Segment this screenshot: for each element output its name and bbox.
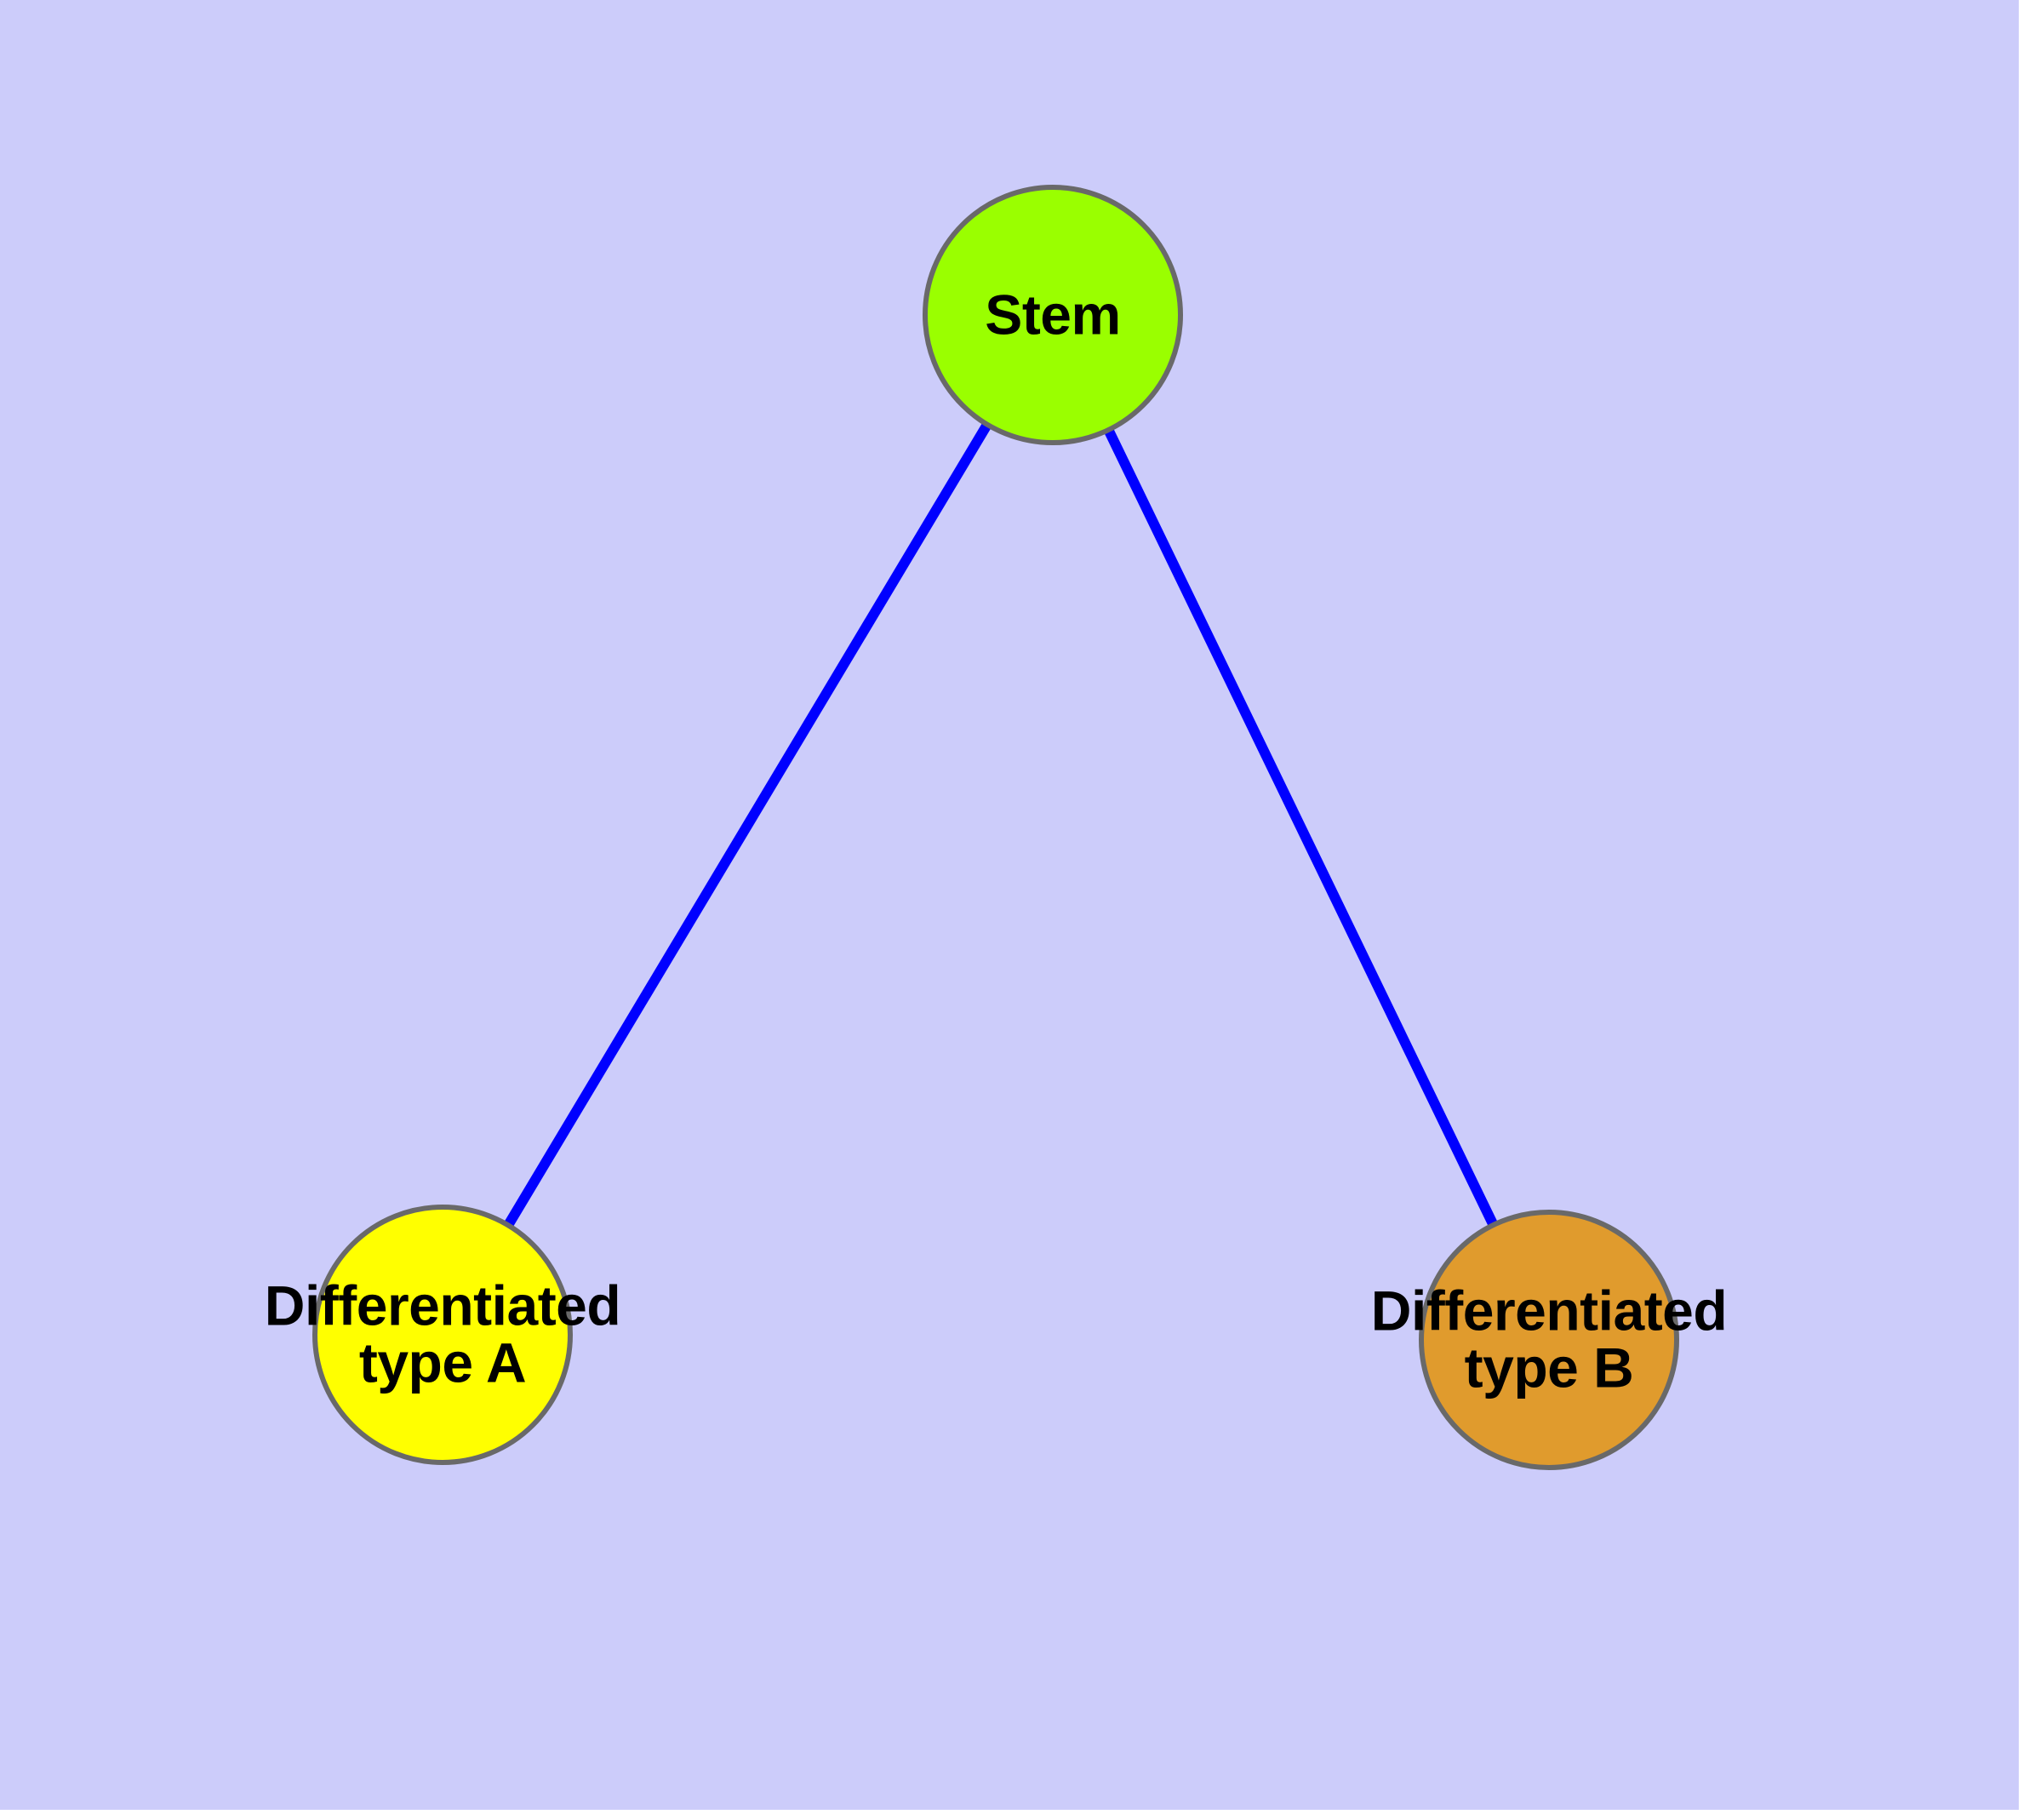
node-differentiated-type-a[interactable] [312, 1205, 573, 1465]
edge-layer [500, 417, 1500, 1233]
edge-stem-to-diff-b [1101, 422, 1500, 1233]
edge-stem-to-diff-a [500, 417, 995, 1233]
node-stem[interactable] [923, 185, 1183, 445]
node-layer [312, 185, 1679, 1470]
node-differentiated-type-b[interactable] [1419, 1210, 1679, 1470]
